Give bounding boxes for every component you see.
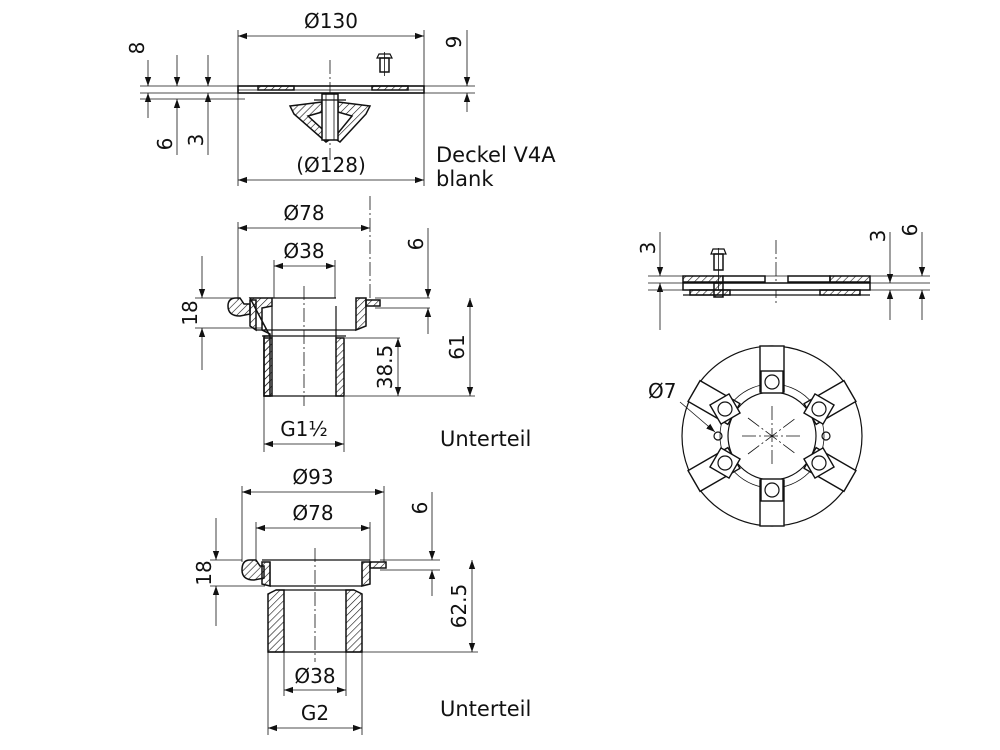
cover-dim-8: 8	[125, 42, 149, 55]
ring-dim-dia7: Ø7	[648, 379, 676, 403]
base1-dim-thread: G1½	[280, 417, 328, 441]
base1-dim-dia78: Ø78	[283, 201, 324, 225]
base2-view: Ø93 Ø78 Ø38	[192, 465, 531, 735]
cover-label-line2: blank	[436, 167, 494, 191]
ring-dim-3a: 3	[636, 242, 660, 255]
ring-top-view: Ø7	[648, 345, 863, 527]
base2-label: Unterteil	[440, 697, 531, 721]
base2-dim-6: 6	[408, 502, 432, 515]
cover-dim-dia128: (Ø128)	[296, 153, 366, 177]
bolt-heads	[709, 370, 835, 502]
cover-dim-6: 6	[153, 138, 177, 151]
ring-dim-6: 6	[898, 224, 922, 237]
base2-dim-dia38: Ø38	[294, 664, 335, 688]
ring-side-view: 3 3 6	[636, 224, 930, 330]
base1-view: Ø78 Ø38 G1½	[178, 196, 531, 452]
cover-view: Ø130 (Ø128) 8 6	[125, 9, 556, 191]
base2-dim-dia78: Ø78	[292, 501, 333, 525]
base2-dim-625: 62.5	[447, 584, 471, 629]
base2-dim-dia93: Ø93	[292, 465, 333, 489]
base2-dim-18: 18	[192, 560, 216, 585]
cover-label-line1: Deckel V4A	[436, 143, 556, 167]
base1-label: Unterteil	[440, 427, 531, 451]
base1-dim-6: 6	[404, 238, 428, 251]
base1-dim-385: 38.5	[373, 345, 397, 390]
ring-dim-3b: 3	[866, 230, 890, 243]
base1-dim-61: 61	[445, 334, 469, 359]
cover-dim-9: 9	[442, 36, 466, 49]
base1-dim-18: 18	[178, 300, 202, 325]
base1-dim-dia38: Ø38	[283, 239, 324, 263]
cover-dim-dia130: Ø130	[304, 9, 358, 33]
base2-dim-thread: G2	[301, 701, 329, 725]
cover-dim-3: 3	[184, 134, 208, 147]
